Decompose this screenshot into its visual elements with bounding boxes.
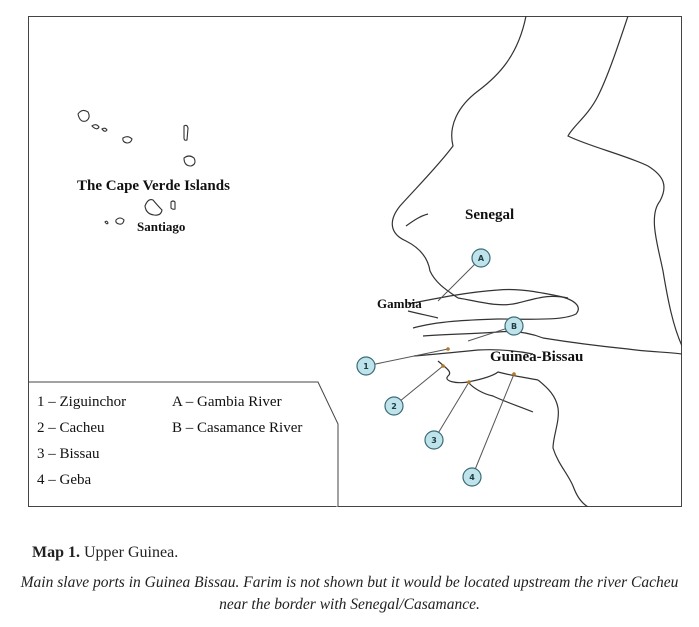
- label-cape-verde: The Cape Verde Islands: [77, 178, 230, 194]
- map-description: Main slave ports in Guinea Bissau. Farim…: [20, 574, 679, 613]
- marker-2: 2: [384, 396, 404, 416]
- legend-port-3: 3 – Bissau: [37, 446, 100, 462]
- label-guinea-bissau: Guinea-Bissau: [490, 349, 583, 365]
- label-senegal: Senegal: [465, 207, 514, 223]
- svg-text:4: 4: [469, 473, 475, 482]
- label-gambia: Gambia: [377, 296, 422, 311]
- cape-verde-islands-shape: [77, 109, 196, 225]
- legend-port-4: 4 – Geba: [37, 472, 91, 488]
- map-frame: A B 1 2 3 4 The Cape Verde Islands Santi…: [28, 16, 682, 507]
- marker-4: 4: [462, 467, 482, 487]
- marker-A: A: [471, 248, 491, 268]
- legend: 1 – Ziguinchor 2 – Cacheu 3 – Bissau 4 –…: [28, 381, 339, 507]
- svg-text:A: A: [478, 254, 485, 263]
- marker-B: B: [504, 316, 524, 336]
- map-canvas: A B 1 2 3 4 The Cape Verde Islands Santi…: [28, 16, 682, 507]
- caption-title: Upper Guinea.: [84, 544, 179, 561]
- leader-lines: [365, 257, 515, 478]
- marker-3: 3: [424, 430, 444, 450]
- svg-text:3: 3: [431, 436, 437, 445]
- marker-1: 1: [356, 356, 376, 376]
- caption-label: Map 1.: [32, 544, 80, 561]
- legend-port-1: 1 – Ziguinchor: [37, 394, 126, 410]
- svg-text:2: 2: [391, 402, 397, 411]
- svg-text:B: B: [511, 322, 517, 331]
- legend-port-2: 2 – Cacheu: [37, 420, 105, 436]
- map-border: [28, 16, 682, 507]
- mainland-outline: [391, 16, 682, 507]
- label-santiago: Santiago: [137, 219, 185, 234]
- svg-text:1: 1: [363, 362, 369, 371]
- port-dots: [441, 347, 516, 384]
- legend-river-a: A – Gambia River: [172, 394, 282, 410]
- map-caption: Map 1. Upper Guinea.: [32, 544, 178, 562]
- legend-river-b: B – Casamance River: [172, 420, 302, 436]
